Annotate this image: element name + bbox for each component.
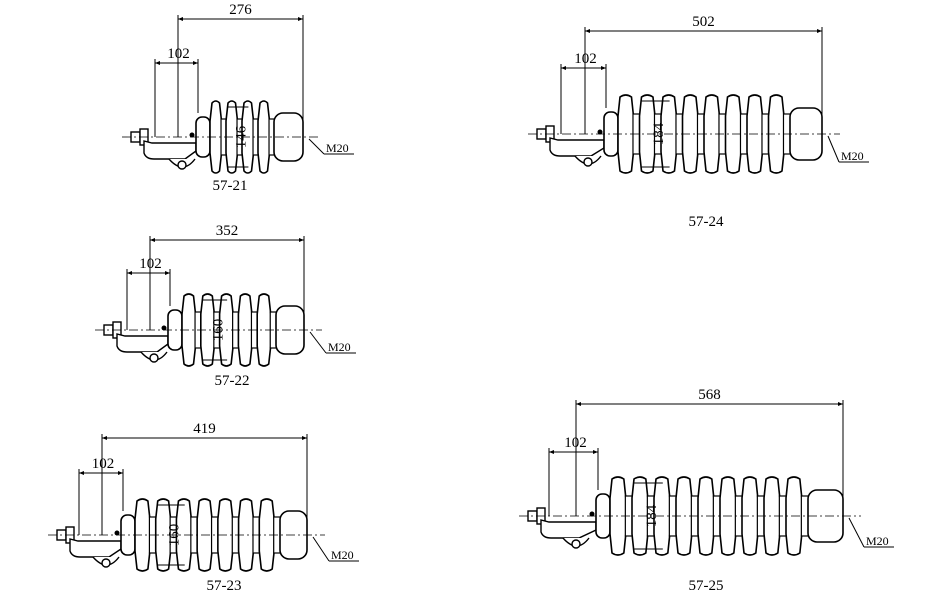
dimension-arrow — [549, 450, 554, 454]
dimension-arrow — [838, 402, 843, 406]
overall-length-dimension: 419 — [101, 421, 308, 535]
overall-length-value: 419 — [193, 421, 216, 437]
dimension-arrow — [155, 61, 160, 65]
thread-label: M20 — [841, 149, 864, 163]
end-fitting — [527, 507, 597, 549]
mounting-hole — [101, 558, 111, 568]
dimension-arrow — [299, 238, 304, 242]
fixing-bolt — [161, 325, 167, 331]
dimension-arrow — [165, 271, 170, 275]
model-caption: 57-25 — [689, 578, 724, 594]
leader-line — [309, 331, 327, 354]
dimension-arrow — [298, 17, 303, 21]
dimension-arrow — [817, 29, 822, 33]
overall-length-dimension: 568 — [575, 387, 844, 516]
dimension-arrow — [102, 436, 107, 440]
fitting-length-dimension: 102 — [548, 435, 599, 516]
dimension-arrow — [576, 402, 581, 406]
fixing-bolt — [597, 129, 603, 135]
end-fitting — [536, 125, 605, 167]
thread-label: M20 — [326, 141, 349, 155]
dimension-arrow — [193, 61, 198, 65]
mounting-bracket — [549, 137, 605, 157]
fitting-length-dimension: 102 — [126, 256, 171, 330]
thread-callout: M20 — [827, 135, 869, 163]
overall-length-dimension: 276 — [177, 2, 304, 137]
thread-callout: M20 — [309, 331, 356, 354]
mounting-bracket — [540, 519, 597, 539]
mounting-hole — [571, 539, 581, 549]
model-caption: 57-21 — [213, 178, 248, 194]
thread-callout: M20 — [848, 517, 894, 548]
model-caption: 57-24 — [689, 214, 724, 230]
fitting-length-value: 102 — [574, 51, 597, 67]
fitting-length-value: 102 — [167, 46, 190, 62]
fixing-bolt — [114, 530, 120, 536]
leader-line — [308, 138, 325, 155]
mounting-bracket — [69, 538, 122, 558]
fixing-bolt — [589, 511, 595, 517]
overall-length-value: 352 — [216, 223, 239, 239]
dimension-arrow — [79, 471, 84, 475]
dimension-arrow — [127, 271, 132, 275]
fitting-length-value: 102 — [92, 456, 115, 472]
dimension-arrow — [593, 450, 598, 454]
porcelain-body: 160 — [120, 498, 282, 572]
mounting-hole — [583, 157, 593, 167]
mounting-bracket — [143, 140, 197, 160]
fitting-length-dimension: 102 — [78, 456, 124, 535]
thread-callout: M20 — [308, 138, 354, 155]
overall-length-value: 276 — [229, 2, 252, 18]
thread-label: M20 — [866, 534, 889, 548]
end-fitting — [103, 321, 169, 363]
leader-line — [848, 517, 865, 548]
dimension-arrow — [585, 29, 590, 33]
overall-length-value: 568 — [698, 387, 721, 403]
model-caption: 57-23 — [207, 578, 242, 594]
overall-length-value: 502 — [692, 14, 715, 30]
dimension-arrow — [601, 66, 606, 70]
overall-length-dimension: 502 — [584, 14, 823, 134]
fitting-length-value: 102 — [139, 256, 162, 272]
fitting-length-dimension: 102 — [560, 51, 607, 134]
dimension-arrow — [150, 238, 155, 242]
thread-label: M20 — [331, 548, 354, 562]
model-caption: 57-22 — [215, 373, 250, 389]
thread-callout: M20 — [312, 536, 359, 562]
dimension-arrow — [302, 436, 307, 440]
mounting-hole — [177, 160, 187, 170]
leader-line — [312, 536, 330, 562]
fitting-length-value: 102 — [564, 435, 587, 451]
dimension-arrow — [118, 471, 123, 475]
overall-length-dimension: 352 — [149, 223, 305, 330]
mounting-bracket — [116, 333, 169, 353]
end-fitting — [130, 128, 197, 170]
leader-line — [827, 135, 840, 163]
mounting-hole — [149, 353, 159, 363]
dimension-arrow — [178, 17, 183, 21]
thread-label: M20 — [328, 340, 351, 354]
fitting-length-dimension: 102 — [154, 46, 199, 137]
dimension-arrow — [561, 66, 566, 70]
fixing-bolt — [189, 132, 195, 138]
end-fitting — [56, 526, 122, 568]
